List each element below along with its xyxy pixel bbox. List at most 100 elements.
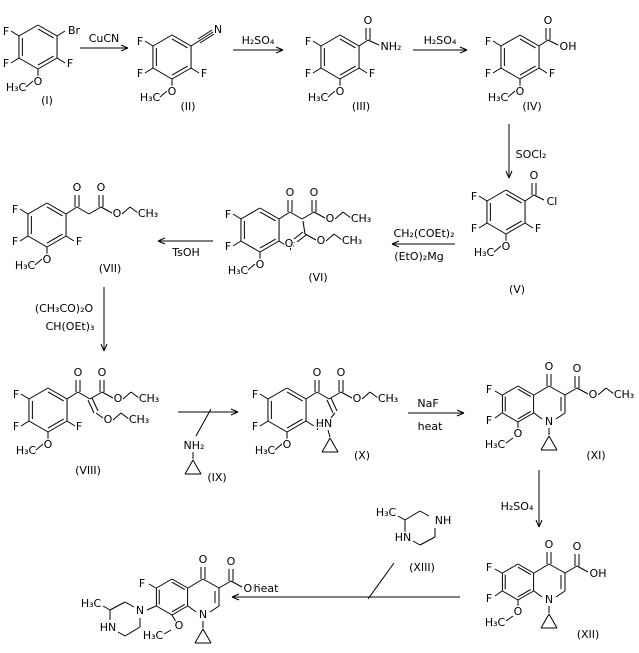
atom-label: NH <box>435 514 452 527</box>
atom-label: H₃C <box>81 597 102 610</box>
bond <box>120 412 130 420</box>
atom-label: O <box>516 85 525 98</box>
reagent-label: heat <box>254 582 279 595</box>
ring-inner-bond <box>517 388 532 398</box>
bond <box>10 57 20 64</box>
bond <box>492 67 502 74</box>
bond <box>144 40 154 47</box>
compound-label: (VI) <box>308 271 327 284</box>
bond <box>192 459 202 475</box>
atom-label: F <box>67 57 73 70</box>
ring-bond <box>171 67 192 80</box>
ring-bond <box>505 189 526 202</box>
atom-label: O <box>573 540 582 553</box>
atom-label: O <box>313 366 322 379</box>
ring-inner-bond <box>259 238 276 249</box>
atom-label: F <box>486 414 492 427</box>
arrow-xi-xii: H₂SO₄ <box>499 470 543 528</box>
bond <box>494 568 503 574</box>
bond <box>101 391 114 399</box>
bond <box>117 631 126 637</box>
arrow-ii-iii: H₂SO₄ <box>233 33 284 54</box>
compound-label: (IX) <box>207 471 226 484</box>
bond <box>199 33 215 44</box>
bond <box>130 391 140 399</box>
atom-label: F <box>13 420 19 433</box>
ring-bond <box>156 578 173 589</box>
compound-label: (III) <box>352 100 370 113</box>
atom-label: O <box>514 427 523 440</box>
ring-bond <box>18 24 39 37</box>
arrow-viii-x <box>178 408 239 437</box>
bond <box>412 540 421 546</box>
bond <box>77 391 91 400</box>
atom-label: F <box>3 25 9 38</box>
arrow-head <box>538 519 543 528</box>
atom-label: O <box>199 553 208 566</box>
bond <box>289 211 303 220</box>
atom-label: O <box>114 392 123 405</box>
ring-bond <box>37 57 58 70</box>
compound-label: (VII) <box>99 262 122 275</box>
ring-bond <box>46 235 67 248</box>
ring-bond <box>502 412 519 423</box>
bond <box>419 536 436 546</box>
arrow-head <box>459 46 468 51</box>
compound-IX: NH₂(IX) <box>182 438 228 486</box>
atom-label: O <box>44 438 53 451</box>
arrow-head <box>459 49 468 54</box>
ring-bond <box>500 34 521 47</box>
bond <box>102 605 111 611</box>
bond <box>95 412 104 419</box>
bond <box>313 211 326 219</box>
bond <box>367 39 380 46</box>
atom-label: CH₃ <box>342 234 362 247</box>
ring-inner-bond <box>47 418 64 429</box>
ring-bond <box>267 387 288 400</box>
ring-bond <box>519 67 540 80</box>
bond <box>35 443 44 451</box>
bond <box>171 614 177 623</box>
compound-label: (X) <box>354 449 370 462</box>
atom-label: OH <box>590 567 607 580</box>
arrow-iii-iv: H₂SO₄ <box>413 33 468 54</box>
atom-label: F <box>201 67 207 80</box>
atom-label: H₃C <box>485 616 506 629</box>
bond <box>65 235 75 242</box>
atom-label: O <box>98 366 107 379</box>
bond <box>305 391 318 400</box>
ring-bond <box>171 605 188 616</box>
ring-inner-bond <box>517 410 532 420</box>
bond <box>190 67 200 74</box>
atom-label: F <box>76 235 82 248</box>
ring-inner-bond <box>37 55 54 66</box>
ring-bond <box>339 67 360 80</box>
bond <box>230 580 243 588</box>
atom-label: F <box>549 67 555 80</box>
arrow-head <box>231 593 240 598</box>
bond <box>100 206 113 214</box>
bond <box>278 240 288 247</box>
atom-label: O <box>326 212 335 225</box>
bond <box>209 605 220 613</box>
reagent-label: CH(OEt)₃ <box>46 320 95 333</box>
bond <box>547 39 559 46</box>
atom-label: F <box>225 208 231 221</box>
bond <box>302 220 306 235</box>
bond <box>330 397 338 412</box>
bond <box>25 80 34 88</box>
atom-label: F <box>316 420 322 433</box>
bond <box>540 613 550 629</box>
bond <box>576 387 589 395</box>
bond <box>605 387 615 395</box>
bond <box>361 391 371 400</box>
bond <box>66 420 76 427</box>
arrow-head <box>275 49 284 54</box>
ring-bond <box>267 420 288 433</box>
bond <box>493 245 502 253</box>
ring-inner-bond <box>519 38 536 49</box>
bond <box>507 90 516 98</box>
